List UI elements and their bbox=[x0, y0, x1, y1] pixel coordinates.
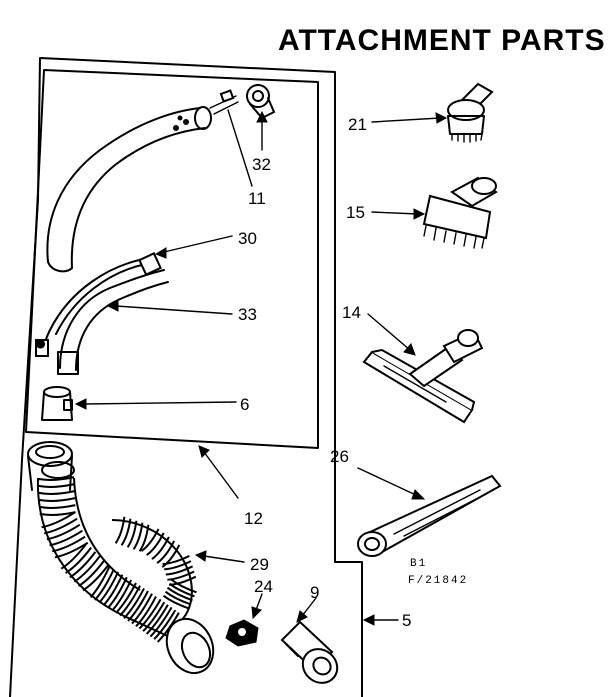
electric-cord bbox=[35, 252, 162, 357]
hose-coil bbox=[36, 476, 197, 643]
callout-5: 5 bbox=[402, 611, 411, 630]
callout-14: 14 bbox=[342, 303, 361, 322]
crevice-tool bbox=[357, 474, 502, 557]
drawing-code-line-1: B1 bbox=[410, 558, 427, 570]
curved-wand bbox=[46, 106, 212, 273]
hose-valve bbox=[225, 619, 259, 647]
inner-assembly-boundary bbox=[25, 69, 319, 449]
callout-24: 24 bbox=[254, 577, 273, 596]
callout-12: 12 bbox=[244, 509, 263, 528]
callout-15: 15 bbox=[346, 203, 365, 222]
diagram-title: ATTACHMENT PARTS bbox=[278, 24, 606, 57]
callout-26: 26 bbox=[330, 447, 349, 466]
leader-lines bbox=[74, 109, 448, 626]
callout-21: 21 bbox=[348, 115, 367, 134]
hose-connector bbox=[41, 386, 73, 421]
callout-29: 29 bbox=[250, 555, 269, 574]
floor-tool bbox=[362, 329, 484, 424]
hose-cuff-lower bbox=[165, 617, 215, 675]
dust-brush bbox=[447, 82, 494, 143]
swivel-end bbox=[280, 620, 339, 684]
drawing-code-line-2: F/21842 bbox=[408, 575, 468, 587]
swivel-fitting bbox=[246, 84, 275, 119]
callout-30: 30 bbox=[238, 229, 257, 248]
upholstery-nozzle bbox=[422, 176, 498, 249]
callout-11: 11 bbox=[248, 189, 266, 208]
flexible-hose bbox=[27, 441, 75, 491]
spring-clip bbox=[209, 89, 239, 115]
callout-6: 6 bbox=[240, 395, 249, 414]
outer-assembly-boundary bbox=[9, 57, 363, 697]
callout-labels: 21 15 14 26 32 11 30 33 6 12 29 24 9 5 bbox=[238, 115, 411, 630]
callout-32: 32 bbox=[252, 155, 271, 174]
callout-33: 33 bbox=[238, 305, 257, 324]
handle-hose bbox=[57, 269, 169, 375]
callout-9: 9 bbox=[310, 583, 319, 602]
